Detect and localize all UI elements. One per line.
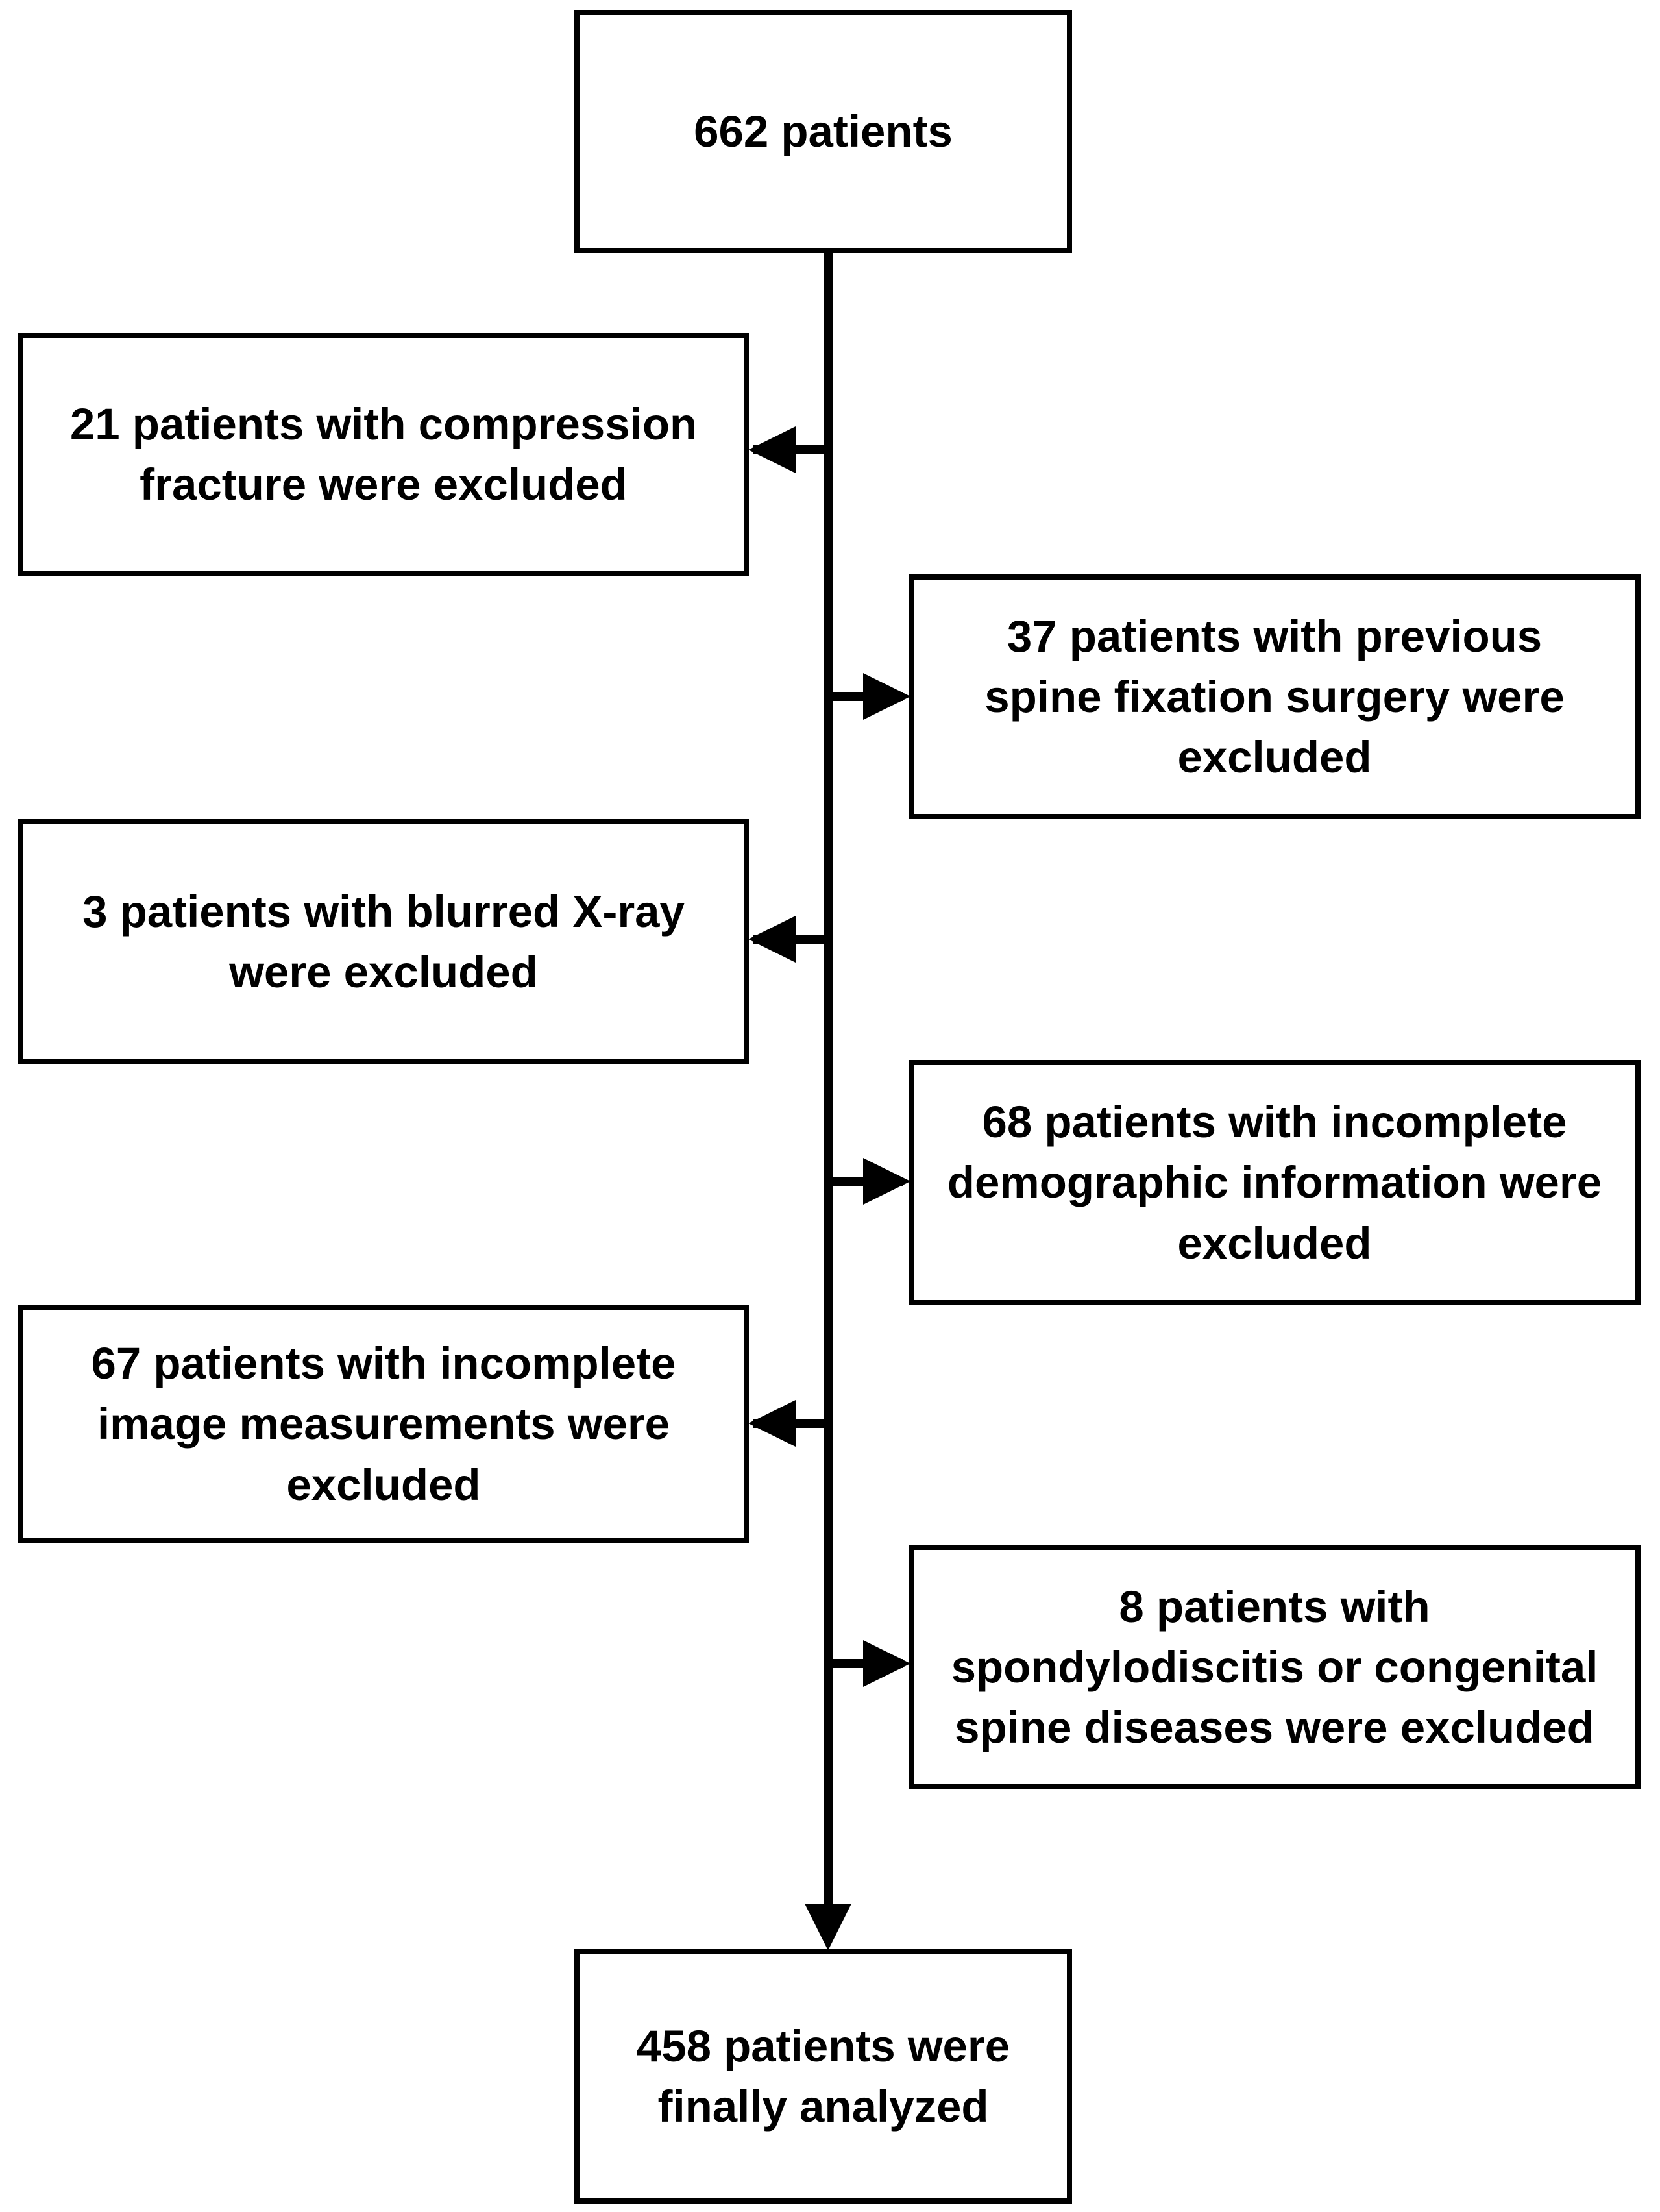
arrow-right-1-head: [863, 673, 910, 720]
arrow-right-2-head: [863, 1158, 910, 1205]
node-excluded-compression-label: 21 patients with compression fracture we…: [69, 399, 698, 510]
node-excluded-compression-fracture: 21 patients with compression fracture we…: [18, 333, 749, 576]
node-final-label: 458 patients were finally analyzed: [636, 2021, 1010, 2132]
node-excluded-blurred-xray: 3 patients with blurred X-ray were exclu…: [18, 819, 749, 1064]
arrow-left-2-head: [748, 916, 796, 963]
node-start-662-patients: 662 patients: [574, 10, 1072, 253]
node-excluded-measurements-label: 67 patients with incomplete image measur…: [91, 1338, 676, 1510]
node-excluded-spondylodiscitis-label: 8 patients with spondylodiscitis or cong…: [951, 1581, 1598, 1753]
node-final-analyzed: 458 patients were finally analyzed: [574, 1949, 1072, 2204]
arrow-right-3-head: [863, 1640, 910, 1687]
node-excluded-spondylodiscitis-congenital: 8 patients with spondylodiscitis or cong…: [909, 1545, 1641, 1789]
node-excluded-incomplete-measurements: 67 patients with incomplete image measur…: [18, 1305, 749, 1543]
node-excluded-blurred-label: 3 patients with blurred X-ray were exclu…: [82, 886, 685, 997]
main-flow-line: [824, 250, 833, 1908]
node-excluded-demographic-label: 68 patients with incomplete demographic …: [947, 1097, 1602, 1268]
arrow-left-1-head: [748, 426, 796, 473]
arrow-left-3-head: [748, 1400, 796, 1447]
node-start-label: 662 patients: [694, 106, 953, 156]
node-excluded-incomplete-demographic: 68 patients with incomplete demographic …: [909, 1060, 1641, 1305]
down-arrowhead: [805, 1904, 851, 1950]
node-excluded-spine-fixation-surgery: 37 patients with previous spine fixation…: [909, 574, 1641, 819]
node-excluded-fixation-label: 37 patients with previous spine fixation…: [984, 611, 1565, 783]
